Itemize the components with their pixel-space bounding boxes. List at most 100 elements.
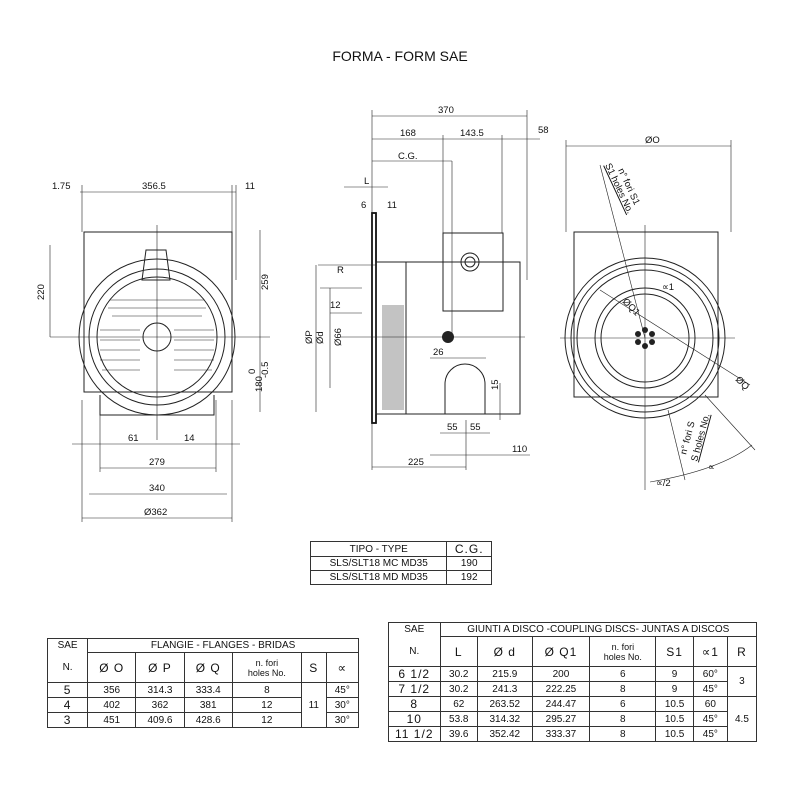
dim-label: ØO (645, 135, 660, 146)
col-header: Ø Q (183, 652, 233, 683)
dim-label: 15 (490, 379, 501, 390)
cell: 263.52 (477, 696, 533, 712)
sae-sub: N. (388, 636, 441, 667)
front-housing (83, 231, 233, 393)
dim-label: ∝ (708, 462, 715, 473)
holes-label: holes No. (247, 667, 286, 678)
cell: 200 (531, 666, 591, 682)
side-view: 370 168 143.5 58 C.G. L 6 11 R 12 ØP Ød … (304, 105, 549, 470)
cell: 4.5 (726, 696, 758, 742)
col-header: ∝ (325, 652, 360, 683)
drawing-title: FORMA - FORM SAE (332, 48, 468, 64)
cell: 30° (325, 697, 360, 713)
dim-label: 12 (330, 300, 341, 311)
cell: 62 (439, 696, 479, 712)
dim-label: ØQ (733, 374, 751, 392)
cell: 8 (388, 696, 441, 712)
cell: 314.3 (135, 682, 185, 698)
cell: 45° (692, 711, 728, 727)
dim-label: 168 (400, 128, 416, 139)
cell: 12 (231, 697, 302, 713)
cell: 295.27 (531, 711, 591, 727)
dim-label: 279 (149, 457, 165, 468)
col-header: L (439, 636, 479, 667)
end-housing (573, 231, 719, 398)
dim-label: -0.5 (260, 362, 271, 378)
cell: 30° (325, 712, 360, 728)
cell: 9 (655, 666, 694, 682)
cell: 6 (589, 696, 657, 712)
table-row: 4 402 362 381 12 30° (46, 697, 360, 713)
cell: 11 (300, 682, 327, 728)
dim-label: 225 (408, 457, 424, 468)
sae-header: SAE (388, 622, 441, 637)
cell: 8 (589, 726, 657, 742)
cell: 9 (655, 681, 694, 697)
cell: 30.2 (439, 666, 479, 682)
flange-table: SAE FLANGIE - FLANGES - BRIDAS N. Ø O Ø … (46, 638, 360, 728)
terminal-box (442, 232, 504, 312)
dim-label: 340 (149, 483, 165, 494)
fan-grille (382, 305, 404, 410)
front-view: 1.75 356.5 11 220 259 180 0 -0.5 61 14 2… (36, 181, 271, 522)
dim-label: 26 (433, 347, 444, 358)
cell: 10 (388, 711, 441, 727)
col-header: S1 (655, 636, 694, 667)
cell: 190 (446, 556, 492, 571)
cell: 45° (692, 726, 728, 742)
dim-label: ∝/2 (656, 478, 671, 489)
cell: SLS/SLT18 MC MD35 (309, 556, 448, 571)
flange-plate (371, 212, 377, 424)
cell: 12 (231, 712, 302, 728)
dim-label: 180 (254, 376, 265, 392)
cell: 409.6 (135, 712, 185, 728)
table-row: 8 62 263.52 244.47 6 10.5 60 4.5 (388, 696, 758, 742)
table-row: 7 1/2 30.2 241.3 222.25 8 9 45° (388, 681, 757, 697)
cell: 45° (692, 681, 728, 697)
holes-label: n. fori (611, 641, 635, 652)
dim-label: 11 (387, 200, 397, 211)
dim-label: ∝1 (662, 282, 674, 293)
dim-label: 58 (538, 125, 549, 136)
cell: 5 (46, 682, 89, 698)
cell: 356 (87, 682, 137, 698)
cell: 362 (135, 697, 185, 713)
dim-label: 6 (361, 200, 366, 211)
cell: 428.6 (183, 712, 233, 728)
dim-label: 110 (512, 444, 527, 455)
cell: 381 (183, 697, 233, 713)
cell: 333.4 (183, 682, 233, 698)
cell: SLS/SLT18 MD MD35 (309, 570, 448, 585)
cell: 192 (446, 570, 492, 585)
dim-label: 370 (438, 105, 454, 116)
dim-label: Ød (315, 331, 326, 344)
cell: 8 (589, 711, 657, 727)
col-header: Ø d (477, 636, 533, 667)
dim-label: R (337, 265, 344, 276)
col-header: Ø Q1 (531, 636, 591, 667)
coupling-disc-table: SAE GIUNTI A DISCO -COUPLING DISCS- JUNT… (388, 622, 758, 742)
cell: 3 (726, 666, 758, 697)
dim-label: 14 (184, 433, 195, 444)
cell: 244.47 (531, 696, 591, 712)
cell: 241.3 (477, 681, 533, 697)
dim-label: 55 (470, 422, 481, 433)
cell: 4 (46, 697, 89, 713)
cell: 60 (692, 696, 728, 712)
holes-label: holes No. (603, 651, 642, 662)
dim-label: ØP (304, 330, 315, 344)
cell: 402 (87, 697, 137, 713)
table-row: 11 1/2 39.6 352.42 333.37 8 10.5 45° (388, 726, 757, 742)
table-row: 6 1/2 30.2 215.9 200 6 9 60° 3 (388, 666, 758, 697)
cell: 222.25 (531, 681, 591, 697)
side-body (405, 261, 521, 415)
dim-label: 259 (260, 274, 271, 290)
lifting-eye (141, 249, 171, 281)
col-header: Ø P (135, 652, 185, 683)
cell: 352.42 (477, 726, 533, 742)
